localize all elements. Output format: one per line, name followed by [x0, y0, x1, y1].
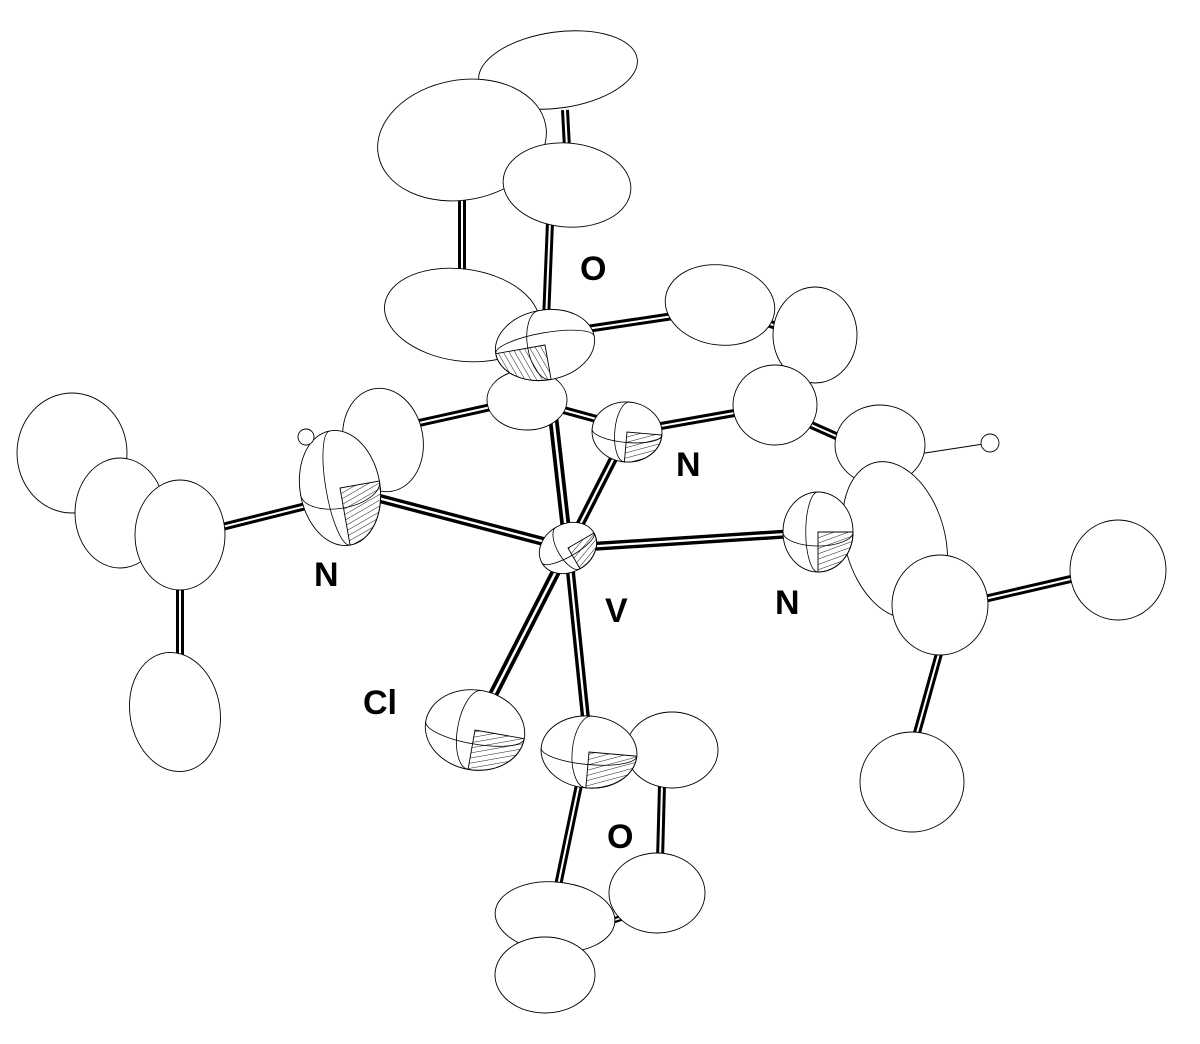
carbon-right-methyl-ellipse	[891, 554, 989, 656]
bond-c-central-n-left	[409, 401, 501, 429]
nitrogen-left-ellipse	[298, 430, 382, 546]
bond-o-top-c-right	[579, 311, 681, 334]
atom-layer	[16, 30, 1167, 1014]
label-oxygen-top: O	[580, 250, 607, 288]
carbon-bottom-mid-ellipse	[608, 852, 706, 934]
bond-c-top-chain	[561, 109, 571, 149]
label-chlorine: Cl	[363, 684, 397, 722]
nitrogen-right-ellipse	[782, 491, 854, 573]
carbon-upper-right-1-ellipse	[664, 264, 776, 346]
bond-v-n-right	[567, 527, 819, 553]
label-nitrogen-left: N	[314, 556, 339, 594]
bond-c-ipr-right-lower	[911, 648, 944, 742]
carbon-right-chain-ellipse	[732, 364, 818, 446]
carbon-right-lower-ellipse	[859, 731, 965, 833]
label-oxygen-bottom: O	[607, 818, 634, 856]
carbon-top-mid-ellipse	[502, 142, 632, 228]
label-nitrogen-center: N	[676, 446, 701, 484]
carbon-left-methyl-ellipse	[129, 651, 221, 773]
chlorine-ellipse	[424, 689, 526, 771]
carbon-bottom-low-ellipse	[494, 936, 596, 1014]
carbon-right-far-ellipse	[1069, 519, 1167, 621]
carbon-left-isopropyl-c-ellipse	[134, 479, 226, 591]
hydrogen-right-bond	[911, 442, 991, 456]
oxygen-bottom-ellipse	[540, 715, 638, 789]
label-vanadium: V	[605, 592, 628, 630]
bond-c-bottom-right-c-mid	[656, 784, 666, 861]
bond-c-ipr-right-far	[979, 574, 1076, 604]
carbon-top-left-ellipse	[377, 78, 547, 202]
carbon-upper-right-2-ellipse	[772, 286, 858, 384]
label-nitrogen-right: N	[775, 584, 800, 622]
vanadium-ellipse	[538, 521, 598, 575]
nitrogen-center-ellipse	[591, 401, 663, 463]
hydrogen-right-atom	[980, 433, 1000, 453]
oxygen-top-ellipse	[494, 309, 596, 381]
hydrogen-left-atom	[297, 428, 315, 446]
carbon-bottom-right-ellipse	[625, 711, 719, 789]
bond-o-bottom-c-bottom	[551, 779, 584, 901]
